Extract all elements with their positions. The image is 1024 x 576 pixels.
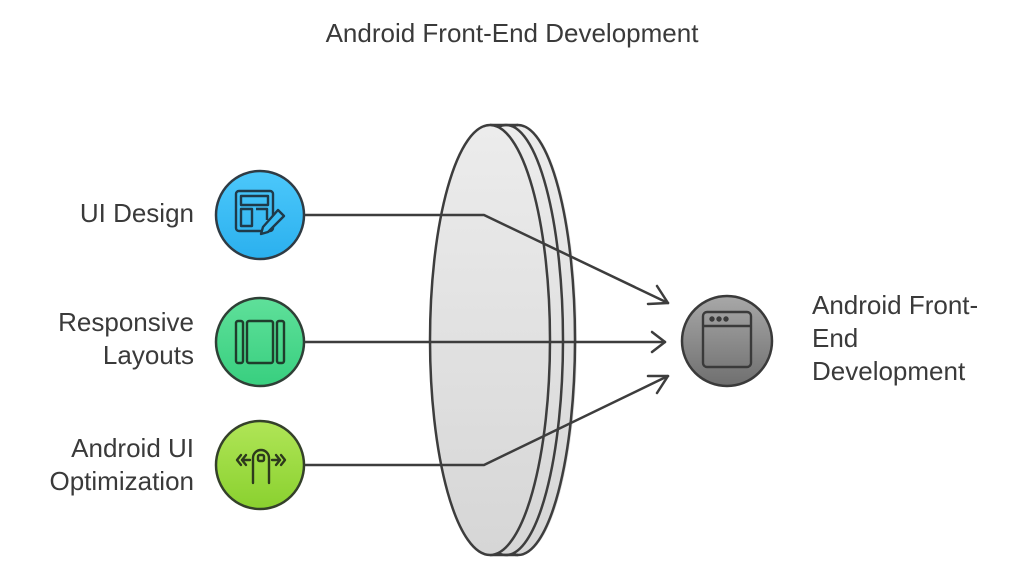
label-line: Responsive (58, 307, 194, 337)
browser-window-icon (701, 310, 753, 369)
label-android-front-end-development: Android Front- End Development (812, 289, 1022, 388)
label-android-ui-optimization: Android UI Optimization (50, 432, 195, 498)
arrowhead-bottom (646, 374, 670, 395)
label-line: UI Design (79, 198, 194, 228)
connector-android-ui-optimization (303, 374, 670, 467)
lens (428, 123, 577, 557)
arrowhead-middle (650, 330, 667, 354)
swipe-gesture-icon (235, 448, 287, 485)
arrowhead-top (646, 284, 670, 306)
label-line: Android Front- (812, 290, 979, 320)
label-line: Android UI (71, 433, 194, 463)
label-line: Optimization (49, 466, 195, 496)
node-responsive-layouts[interactable] (214, 296, 306, 388)
label-line: End (812, 323, 859, 353)
node-ui-design[interactable] (214, 169, 306, 261)
node-android-front-end-development[interactable] (680, 294, 774, 388)
node-android-ui-optimization[interactable] (214, 419, 306, 511)
label-line: Development (812, 356, 966, 386)
diagram-title: Android Front-End Development (325, 18, 699, 48)
label-ui-design: UI Design (80, 197, 194, 230)
layout-edit-icon (234, 189, 286, 236)
label-responsive-layouts: Responsive Layouts (58, 306, 194, 372)
columns-layout-icon (234, 319, 286, 365)
connector-ui-design (303, 213, 670, 305)
label-line: Layouts (102, 340, 194, 370)
